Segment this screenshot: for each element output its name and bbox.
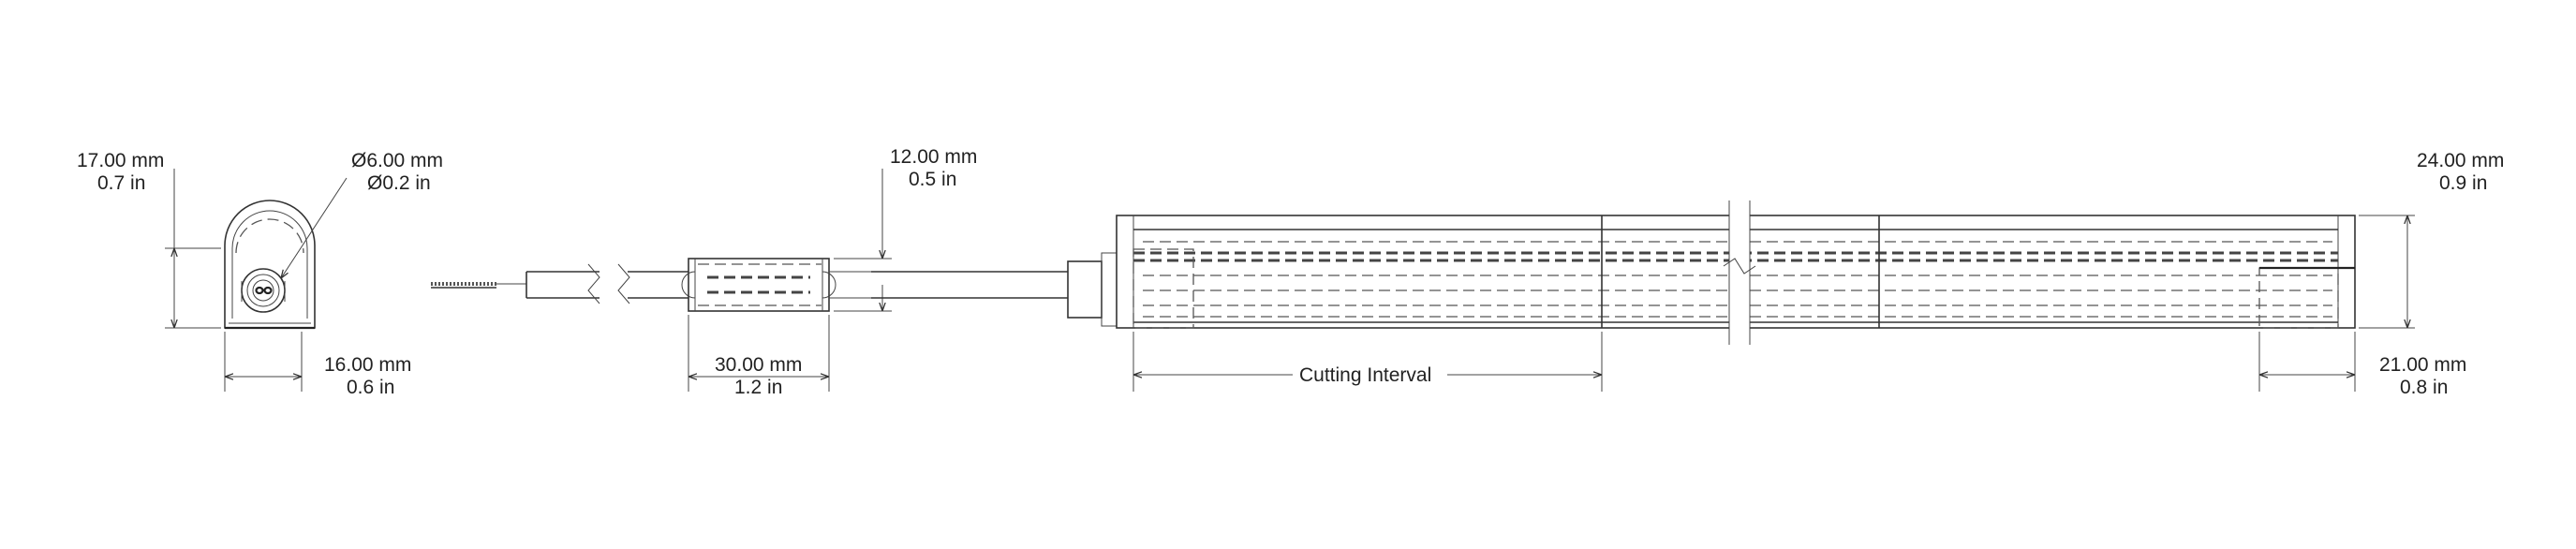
end-view-width-dimension — [224, 332, 303, 392]
strip-break — [1723, 200, 1756, 345]
lead-wire — [431, 263, 688, 304]
diameter-leader — [281, 177, 348, 278]
connector-cable — [871, 252, 1118, 327]
end-cap-mm: 21.00 mm — [2379, 354, 2466, 376]
end-view-width-mm: 16.00 mm — [324, 354, 411, 376]
cutting-interval-label: Cutting Interval — [1299, 364, 1431, 386]
end-view-profile — [224, 200, 316, 330]
connector-body — [681, 258, 871, 312]
strip-height-dimension — [2359, 215, 2415, 329]
connector-height-dimension — [834, 169, 892, 312]
connector-length-in: 1.2 in — [734, 377, 782, 398]
connector-length-mm: 30.00 mm — [715, 354, 802, 376]
end-view-height-mm: 17.00 mm — [77, 150, 164, 171]
end-cap-dimension — [2258, 332, 2356, 392]
connector-height-in: 0.5 in — [909, 169, 956, 190]
end-cap-in: 0.8 in — [2400, 377, 2448, 398]
end-view-height-dimension — [165, 169, 221, 329]
cutting-interval-dimension — [1133, 332, 1603, 392]
connector-height-mm: 12.00 mm — [890, 146, 977, 168]
connector-length-dimension — [688, 315, 830, 392]
diameter-label-in: Ø0.2 in — [367, 172, 431, 194]
strip-height-mm: 24.00 mm — [2417, 150, 2504, 171]
strip-height-in: 0.9 in — [2439, 172, 2487, 194]
diameter-label-mm: Ø6.00 mm — [351, 150, 443, 171]
end-view-width-in: 0.6 in — [347, 377, 394, 398]
end-view-height-in: 0.7 in — [97, 172, 145, 194]
